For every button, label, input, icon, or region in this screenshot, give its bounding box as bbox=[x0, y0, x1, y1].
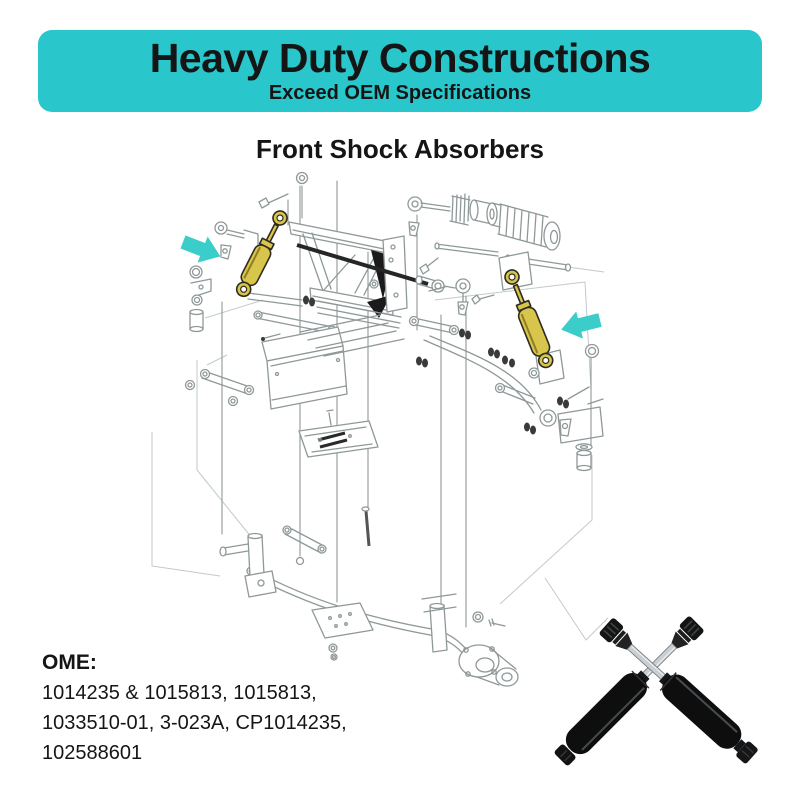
section-title: Front Shock Absorbers bbox=[256, 134, 544, 164]
banner: Heavy Duty Constructions Exceed OEM Spec… bbox=[38, 30, 762, 112]
oem-line: 1014235 & 1015813, 1015813, bbox=[42, 682, 317, 704]
oem-line: 102588601 bbox=[42, 742, 143, 764]
banner-title: Heavy Duty Constructions bbox=[149, 34, 651, 81]
banner-subtitle: Exceed OEM Specifications bbox=[268, 81, 532, 104]
left-shock-highlight bbox=[235, 210, 288, 298]
arrow-pointer-right-icon bbox=[561, 311, 602, 339]
shock-absorber-photo bbox=[554, 616, 758, 766]
right-shock-highlight bbox=[504, 269, 554, 369]
oem-line: 1033510-01, 3-023A, CP1014235, bbox=[42, 712, 347, 734]
oem-part-numbers: OME: 1014235 & 1015813, 1015813, 1033510… bbox=[42, 648, 402, 768]
exploded-diagram bbox=[151, 171, 609, 687]
oem-label: OME: bbox=[42, 651, 97, 674]
arrow-pointer-left-icon bbox=[180, 235, 221, 263]
